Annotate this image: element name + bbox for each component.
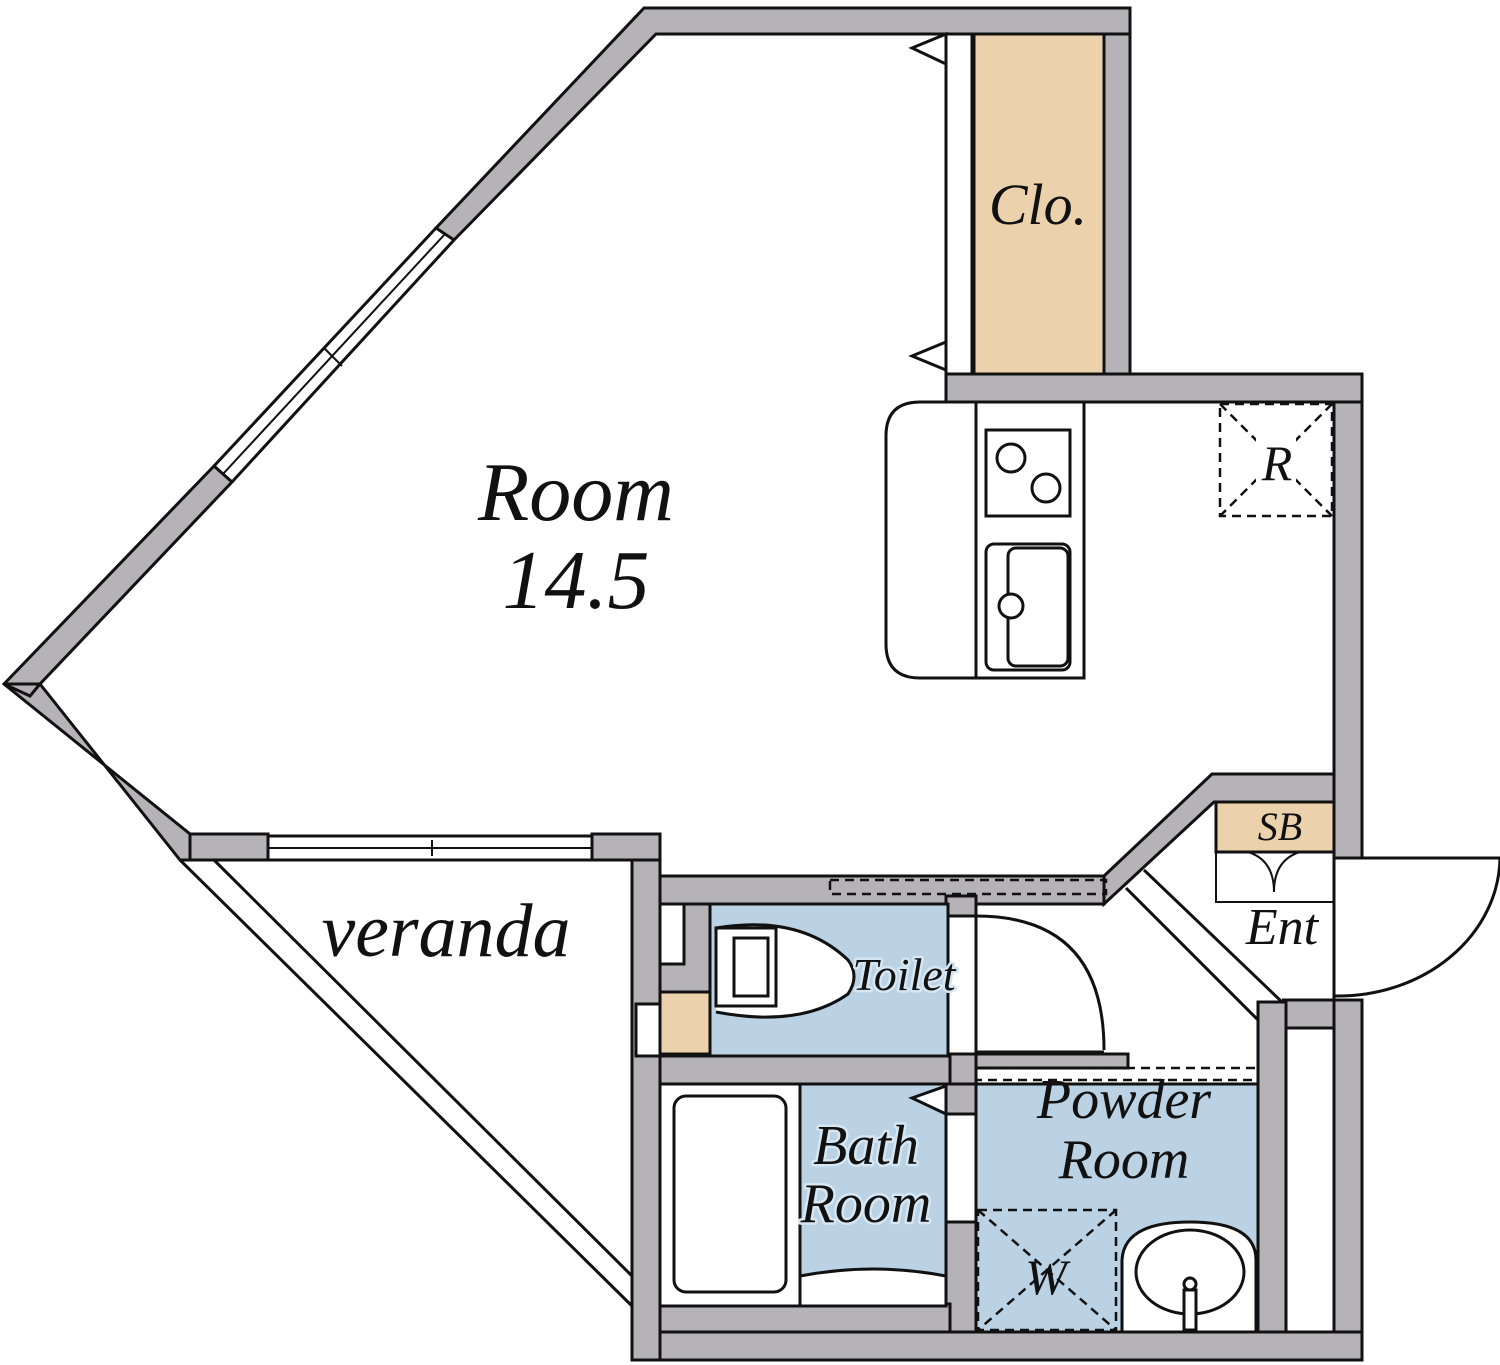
- powder-room: [974, 1026, 1336, 1334]
- powder-room-label-2: Room: [1058, 1129, 1190, 1191]
- kitchen-counter: [884, 400, 1086, 680]
- powder-room-label-1: Powder: [1036, 1069, 1211, 1131]
- bathtub: [672, 1094, 788, 1294]
- washer-label: W: [1025, 1249, 1071, 1305]
- window-veranda: [268, 834, 592, 862]
- bath-room-label-2: Room: [800, 1173, 932, 1235]
- closet-label: Clo.: [989, 172, 1087, 237]
- burner-icon: [995, 442, 1027, 474]
- veranda-label: veranda: [321, 889, 570, 973]
- stove: [984, 428, 1072, 518]
- faucet-icon: [1182, 1276, 1198, 1292]
- window-diagonal: [212, 226, 456, 484]
- bath-room-label-1: Bath: [813, 1115, 919, 1177]
- closet-door-marks: [908, 31, 948, 373]
- outer-walls: [1, 6, 1364, 1362]
- entrance: [1124, 800, 1500, 1022]
- shoe-box: [1214, 800, 1336, 854]
- storage-cabinet: [1284, 1026, 1336, 1334]
- toilet-room: [634, 902, 950, 1058]
- veranda: [178, 858, 634, 1332]
- burner-icon: [1030, 472, 1062, 504]
- room-label: Room: [477, 446, 674, 539]
- refrigerator-label: R: [1261, 435, 1293, 491]
- labels: Room 14.5 Clo. R SB Ent veranda Toilet B…: [321, 172, 1319, 1305]
- room-size-label: 14.5: [503, 534, 650, 627]
- toilet-label: Toilet: [852, 949, 956, 1000]
- refrigerator-space: [1218, 402, 1334, 518]
- shoe-box-label: SB: [1258, 804, 1302, 849]
- faucet-icon: [997, 592, 1025, 620]
- bath-room: [658, 1082, 948, 1308]
- entrance-label: Ent: [1245, 899, 1320, 956]
- hall-door: [828, 878, 1108, 1054]
- washer-space: [976, 1208, 1118, 1332]
- closet: [972, 32, 1106, 376]
